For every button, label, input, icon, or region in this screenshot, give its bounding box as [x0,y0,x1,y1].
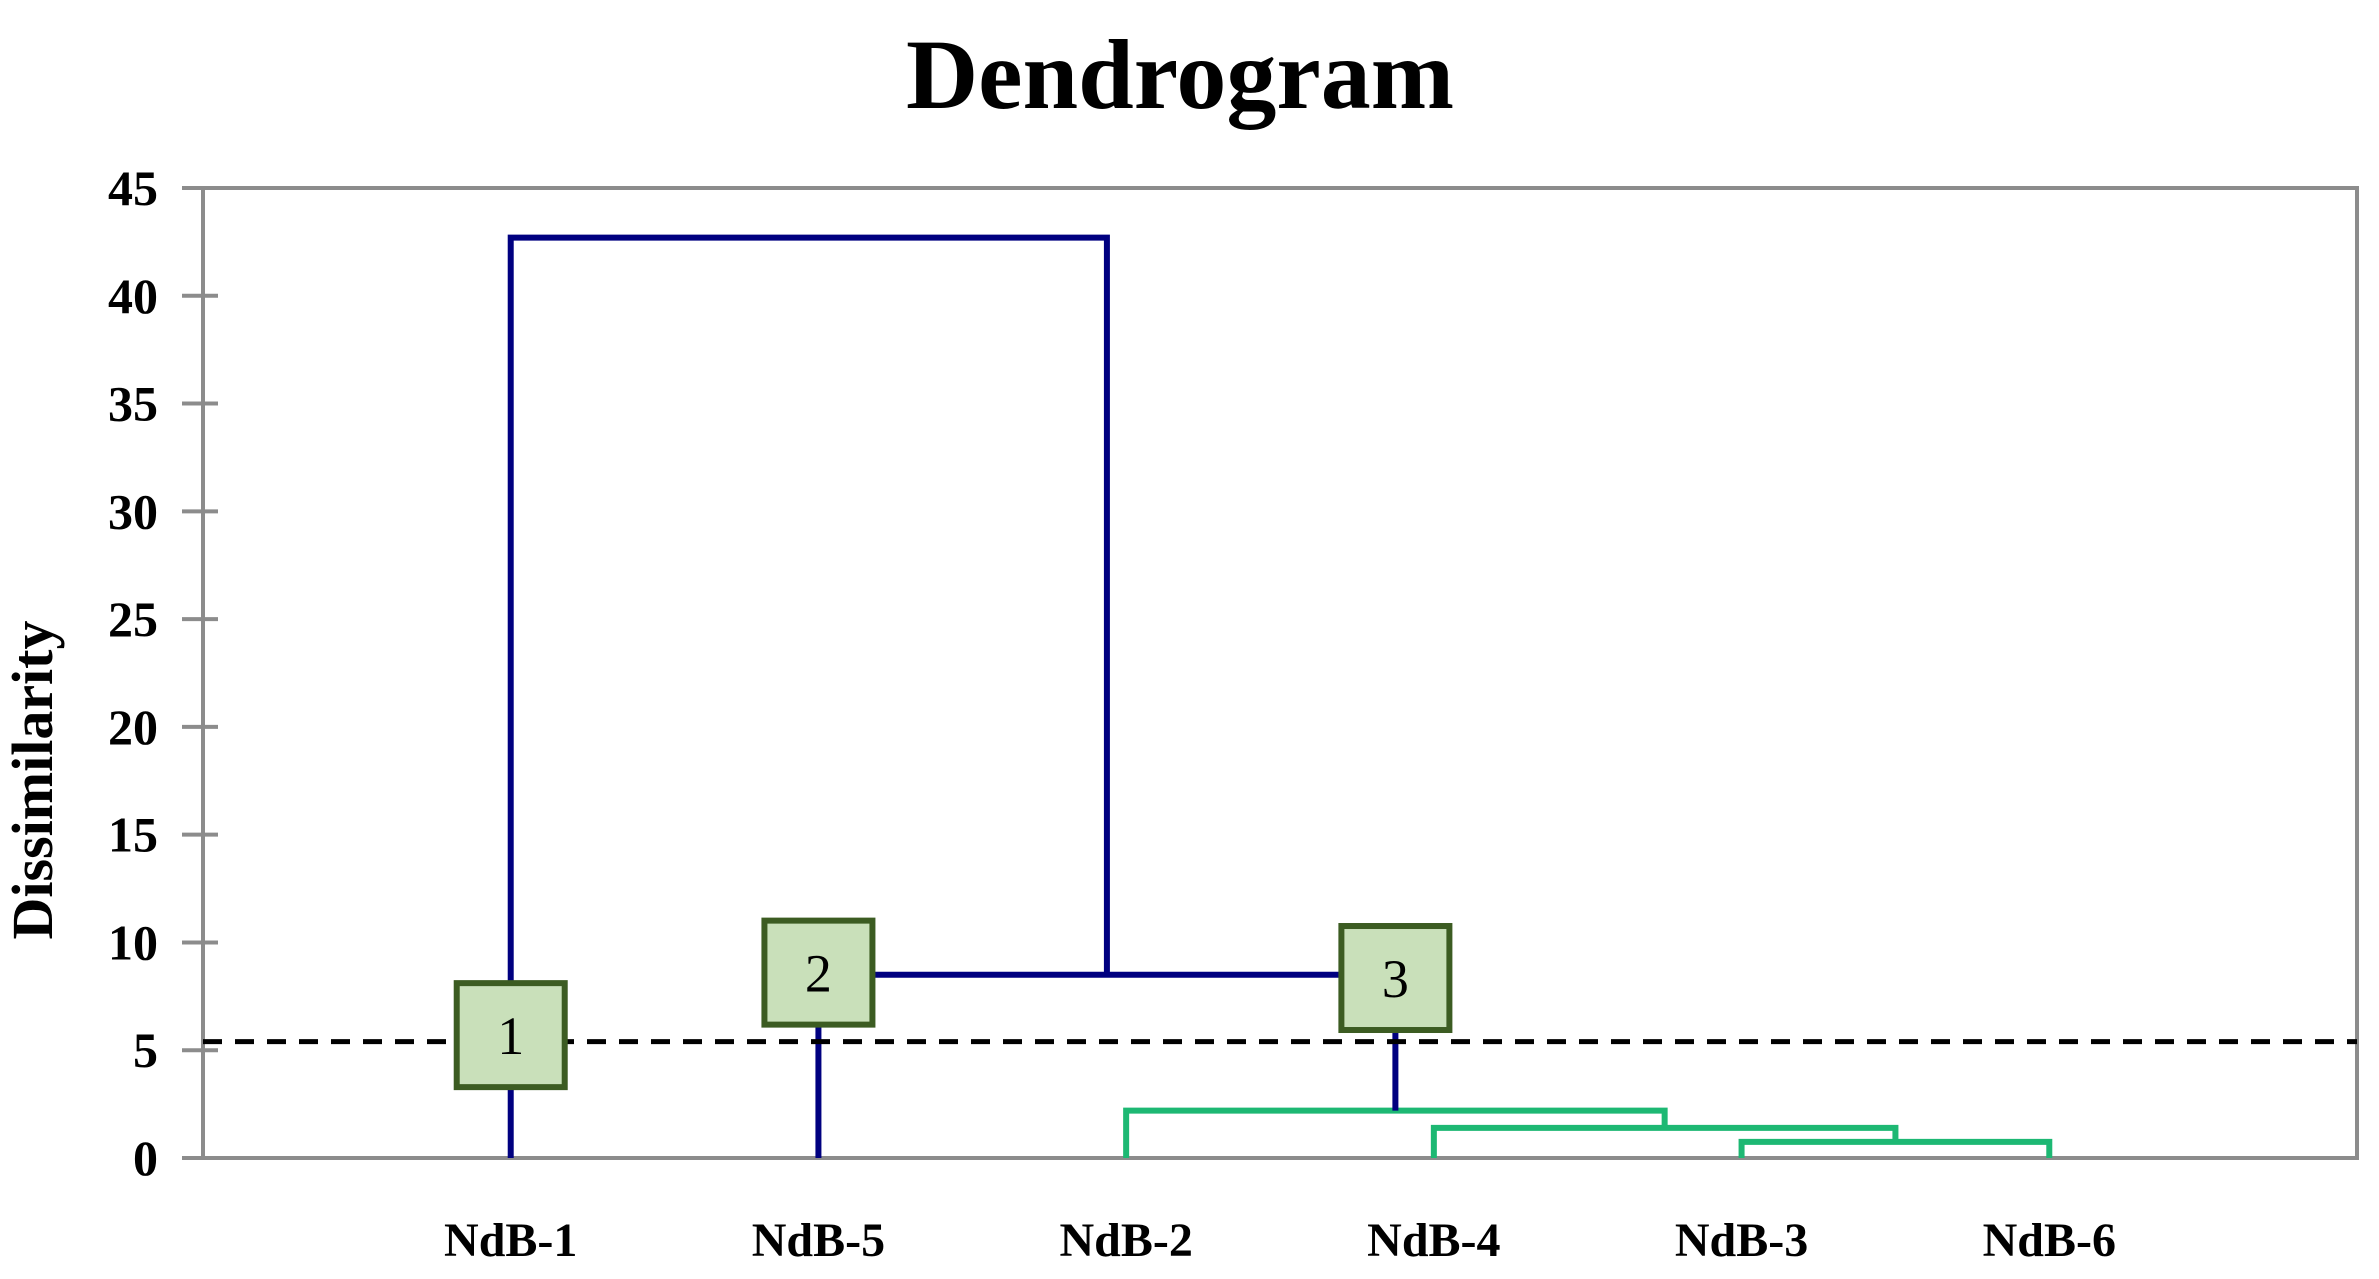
plot-border [201,186,2359,1160]
y-tick-label: 0 [133,1130,158,1186]
cluster-box-1 [453,980,568,1091]
cluster-box-label-2: 2 [805,944,832,1004]
leaf-label-NdB-3: NdB-3 [1675,1214,1808,1267]
dendrogram-link-2 [1123,1107,1668,1158]
y-tick-label: 40 [108,268,158,324]
cluster-box-3 [1338,923,1453,1034]
dendrogram-link-4 [507,234,1110,1158]
y-tick-label: 20 [108,699,158,755]
y-tick-label: 15 [108,807,158,863]
dendrogram-link-0 [1738,1138,2053,1158]
cluster-box-2 [761,917,876,1028]
cluster-box-label-1: 1 [497,1006,524,1066]
leaf-label-NdB-1: NdB-1 [444,1214,577,1267]
leaf-label-NdB-4: NdB-4 [1367,1214,1500,1267]
y-axis-title: Dissimilarity [0,621,65,940]
chart-title: Dendrogram [906,19,1454,130]
leaf-label-NdB-5: NdB-5 [752,1214,885,1267]
y-tick-label: 30 [108,483,158,539]
cluster-box-label-3: 3 [1382,949,1409,1009]
y-tick-label: 45 [108,160,158,216]
y-tick-label: 35 [108,376,158,432]
dendrogram-link-3 [815,971,1399,1158]
y-tick-label: 10 [108,914,158,970]
leaf-label-NdB-6: NdB-6 [1983,1214,2116,1267]
y-tick-label: 25 [108,591,158,647]
y-tick-label: 5 [133,1022,158,1078]
leaf-label-NdB-2: NdB-2 [1059,1214,1192,1267]
